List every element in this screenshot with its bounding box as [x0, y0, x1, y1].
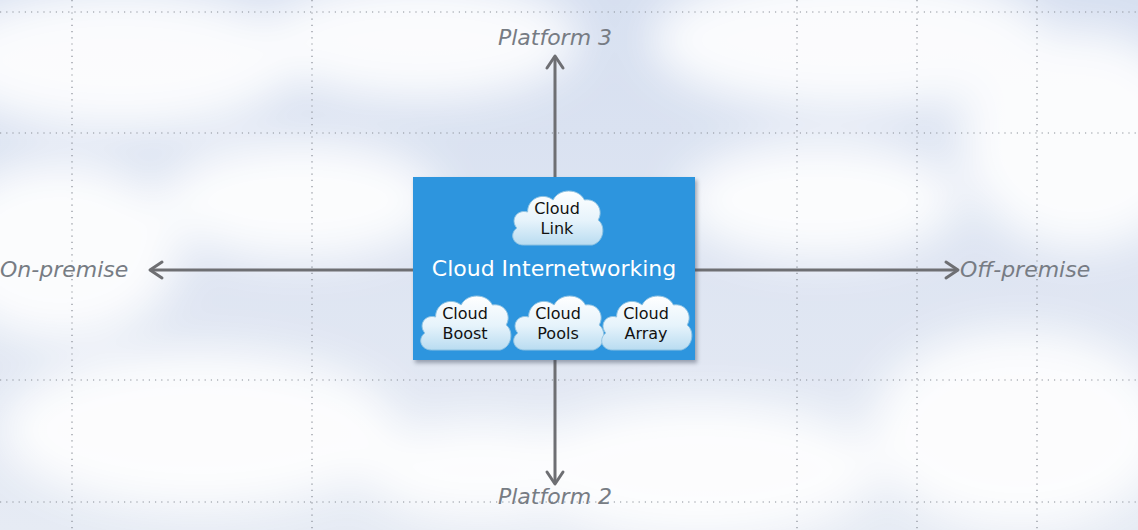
cloud-text-wrap: Cloud Array: [597, 289, 695, 353]
axis-arrows: [150, 56, 958, 484]
cloud-text-wrap: Cloud Pools: [509, 289, 607, 353]
cloud-label: Cloud Boost: [434, 298, 496, 344]
cloud-node: Cloud Boost: [416, 289, 514, 353]
axis-label: Platform 2: [435, 484, 675, 510]
cloud-text-wrap: Cloud Link: [508, 184, 606, 248]
container-box: Cloud Internetworking Cloud LinkCloud Boo…: [413, 177, 695, 360]
cloud-node: Cloud Array: [597, 289, 695, 353]
cloud-label: Cloud Link: [526, 193, 588, 239]
cloud-label: Cloud Array: [615, 298, 677, 344]
cloud-label: Cloud Pools: [527, 298, 589, 344]
axis-label: On-premise: [0, 257, 160, 283]
axis-label: Off-premise: [960, 257, 1130, 283]
cloud-node: Cloud Link: [508, 184, 606, 248]
axis-label: Platform 3: [435, 25, 675, 51]
cloud-text-wrap: Cloud Boost: [416, 289, 514, 353]
cloud-node: Cloud Pools: [509, 289, 607, 353]
box-title: Cloud Internetworking: [413, 256, 695, 282]
